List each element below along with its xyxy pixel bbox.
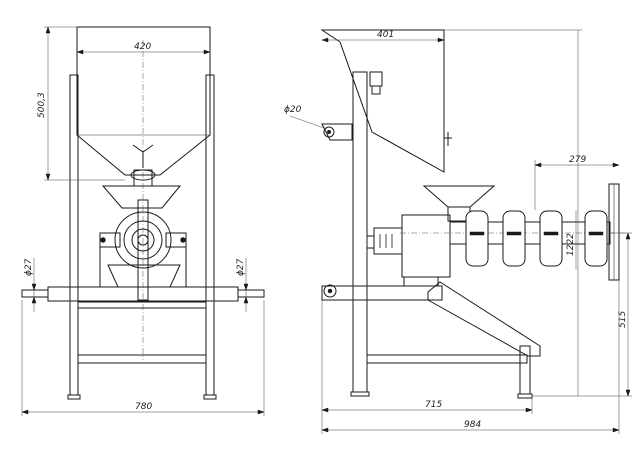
side-motor-stub <box>366 235 375 249</box>
dim-715-label: 715 <box>425 400 442 410</box>
side-rear-leg <box>519 345 531 395</box>
dim-420-arrow-l <box>76 49 84 55</box>
side-post-foot <box>350 391 370 397</box>
dim-401-arrow-r <box>437 37 445 43</box>
dim-401-arrow-l <box>321 37 329 43</box>
side-clamp-2 <box>506 231 522 236</box>
front-shaft-left-end <box>21 289 49 298</box>
dim-984-arrow-r <box>612 427 620 433</box>
dim-420-arrow-r <box>203 49 211 55</box>
dim-phi27r-arrow-b <box>243 296 249 304</box>
dim-715-arrow-l <box>321 407 329 413</box>
side-pin-center <box>326 129 332 135</box>
side-post-cap <box>369 71 383 87</box>
front-head-mid <box>123 220 163 260</box>
dim-515-arrow-t <box>625 232 631 240</box>
front-shaft-right-end <box>237 289 265 298</box>
front-mid-bar <box>77 301 207 309</box>
side-sleeve-1 <box>465 210 489 267</box>
dim-984-arrow-l <box>321 427 329 433</box>
dim-phi27l-arrow-b <box>31 296 37 304</box>
front-funnel <box>101 185 182 209</box>
front-bolt-left <box>100 237 106 243</box>
side-post <box>352 71 368 393</box>
front-lower-bar <box>77 354 207 364</box>
front-view: 420 500,3 ϕ27 ϕ27 780 <box>21 26 265 416</box>
front-head-outer <box>114 211 172 269</box>
side-post-block <box>371 85 381 95</box>
dim-401-label: 401 <box>377 30 394 40</box>
side-pin <box>323 126 335 138</box>
side-hopper <box>320 29 445 173</box>
dim-984-label: 984 <box>464 420 481 430</box>
side-view: ϕ20 <box>284 29 632 434</box>
front-wing-nut <box>132 144 154 168</box>
side-housing-base <box>403 276 439 287</box>
dim-phi27r-arrow-t <box>243 283 249 291</box>
side-shaft-bar <box>321 285 443 301</box>
dim-500-arrow-b <box>45 173 51 181</box>
front-clamp-left <box>99 232 121 248</box>
side-lower-bar <box>366 354 528 364</box>
side-motor-coupling <box>373 227 403 255</box>
dim-715-arrow-r <box>525 407 533 413</box>
front-right-foot <box>203 394 217 400</box>
dim-phi20-leader <box>289 115 325 129</box>
dim-279-arrow-l <box>534 162 542 168</box>
dim-780-arrow-r <box>257 409 265 415</box>
dim-phi27r-label: ϕ27 <box>236 258 246 276</box>
front-head-core <box>137 234 149 246</box>
dim-420-label: 420 <box>134 42 151 52</box>
dim-500-label: 500,3 <box>37 92 47 118</box>
side-shaft-eye <box>323 284 337 298</box>
dim-phi27l-arrow-t <box>31 283 37 291</box>
dim-279-arrow-r <box>612 162 620 168</box>
front-left-foot <box>67 394 81 400</box>
side-gear-housing <box>401 214 451 278</box>
side-diagonal-brace <box>427 281 541 357</box>
side-sleeve-2 <box>502 210 526 267</box>
side-sleeve-4 <box>584 210 608 267</box>
side-clamp-4 <box>588 231 604 236</box>
dim-500-arrow-t <box>45 26 51 34</box>
dim-515-arrow-b <box>625 389 631 397</box>
front-clamp-right <box>165 232 187 248</box>
dim-780-label: 780 <box>135 402 152 412</box>
front-funnel-rim <box>130 169 156 181</box>
front-bolt-right <box>180 237 186 243</box>
dim-515-label: 515 <box>618 311 628 328</box>
side-rear-foot <box>517 393 533 399</box>
side-shaft-eye-center <box>327 288 333 294</box>
side-clamp-1 <box>469 231 485 236</box>
side-pin-bracket <box>321 123 353 141</box>
dim-phi20-label: ϕ20 <box>284 105 302 115</box>
dim-279-label: 279 <box>569 155 586 165</box>
side-clamp-3 <box>543 231 559 236</box>
side-wing-nut <box>444 132 452 146</box>
side-sleeve-3 <box>539 210 563 267</box>
dim-780-arrow-l <box>21 409 29 415</box>
front-head-inner <box>131 228 155 252</box>
dim-1222-label: 1222 <box>566 233 576 256</box>
side-funnel <box>422 185 496 208</box>
dim-phi27l-label: ϕ27 <box>24 258 34 276</box>
